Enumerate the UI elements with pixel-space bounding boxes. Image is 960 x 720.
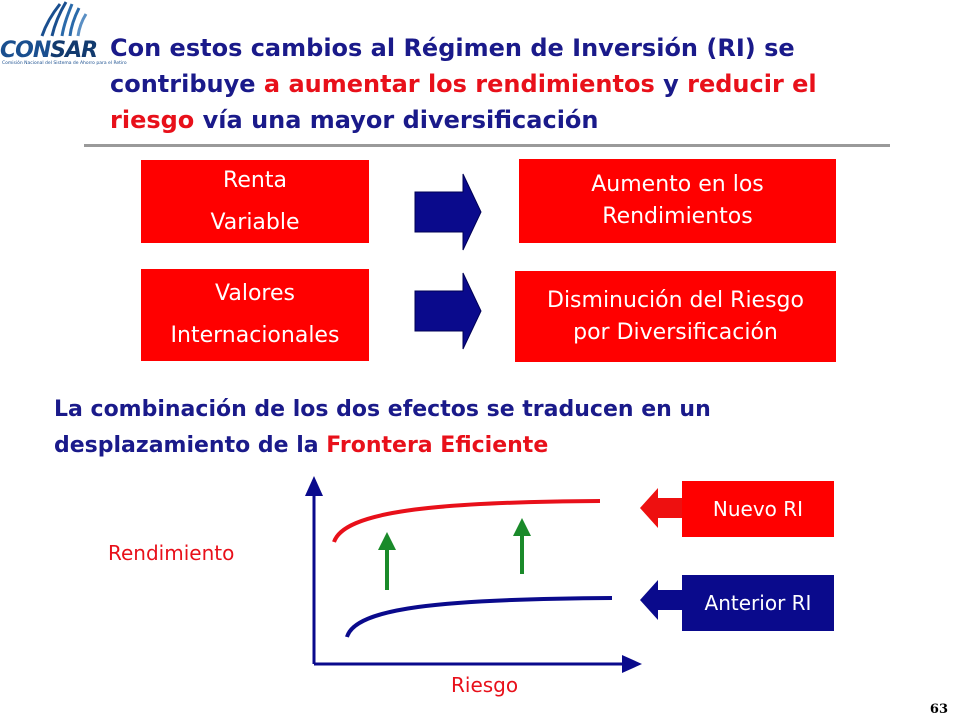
arrow-right-icon-2 [414,272,482,350]
page-number: 63 [929,702,948,717]
box-disminucion-line2: por Diversificación [573,319,778,345]
logo-word-sar: SAR [50,38,98,63]
y-axis-label: Rendimiento [108,541,235,565]
slide-title: Con estos cambios al Régimen de Inversió… [110,30,900,138]
x-axis-label: Riesgo [451,673,519,697]
logo-leaves-icon [40,1,88,37]
old-frontier-curve [345,596,613,638]
box-valores-internacionales: Valores Internacionales [141,269,369,361]
title-seg5: vía una mayor diversificación [194,106,599,134]
title-seg1: Con estos cambios al Régimen de Inversió… [110,34,795,98]
box-disminucion-riesgo: Disminución del Riesgo por Diversificaci… [515,271,836,362]
box-aumento-line2: Rendimientos [602,204,753,229]
shift-arrow-up-icon-1 [378,532,396,550]
frontier-sentence: La combinación de los dos efectos se tra… [54,392,874,464]
arrow-right-icon-1 [414,173,482,251]
box-renta-variable: Renta Variable [141,160,369,243]
pointer-arrow-new-icon [640,488,684,528]
sentence-seg1: La combinación de los dos efectos se tra… [54,397,711,458]
box-valores-line1: Valores [215,281,295,306]
y-axis-arrowhead-icon [305,476,323,496]
title-seg3: y [654,70,688,98]
box-renta-variable-line1: Renta [223,167,287,193]
title-seg2: a aumentar los rendimientos [263,70,655,98]
x-axis-arrowhead-icon [622,655,642,673]
box-valores-line2: Internacionales [170,323,340,348]
shift-arrow-up-icon-2 [513,518,531,536]
title-divider [84,144,890,147]
logo-wordmark: CONSAR [0,38,98,63]
label-anterior-ri: Anterior RI [682,575,834,631]
logo-word-con: CON [0,38,51,63]
box-aumento-line1: Aumento en los [591,172,764,197]
efficient-frontier-diagram [305,476,684,673]
box-renta-variable-line2: Variable [210,209,300,235]
box-aumento-rendimientos: Aumento en los Rendimientos [519,159,836,243]
title-seg4: reducir el riesgo [110,70,817,134]
consar-logo [2,0,106,76]
label-nuevo-ri: Nuevo RI [682,481,834,537]
sentence-seg2: Frontera Eficiente [326,433,549,458]
box-disminucion-line1: Disminución del Riesgo [547,287,804,313]
pointer-arrow-old-icon [640,580,684,620]
new-frontier-curve [332,499,601,543]
logo-tagline: Comisión Nacional del Sistema de Ahorro … [2,61,127,66]
